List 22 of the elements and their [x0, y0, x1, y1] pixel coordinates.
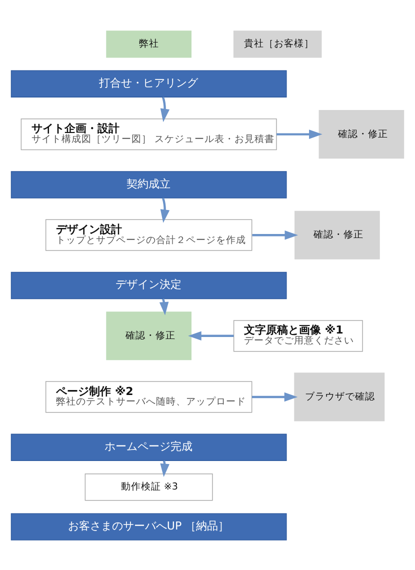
arrow	[276, 129, 322, 138]
node-box: 弊社	[106, 30, 192, 58]
arrow	[252, 230, 298, 240]
arrow	[188, 330, 234, 340]
node-box: サイト企画・設計 サイト構成図［ツリー図］ スケジュール表・お見積書	[20, 118, 277, 150]
node-box: ページ制作 ※2 弊社のテストサーバへ随時、アップロード	[45, 380, 252, 412]
node-box: 確認・修正	[294, 210, 380, 259]
node-box: 動作検証 ※3	[84, 472, 213, 500]
node-box: 確認・修正	[106, 311, 192, 360]
node-box: 契約成立	[10, 170, 287, 198]
node-box: ホームページ完成	[10, 433, 287, 460]
arrow	[160, 197, 170, 222]
arrow	[252, 392, 298, 402]
node-box: 確認・修正	[318, 110, 404, 158]
node-box: 打合せ・ヒアリング	[10, 70, 287, 98]
node-box: 文字原稿と画像 ※1 データでご用意ください	[233, 320, 363, 352]
node-box: ブラウザで確認	[294, 372, 385, 421]
arrow	[160, 96, 170, 122]
node-box: お客さまのサーバへUP ［納品］	[10, 512, 287, 540]
node-box: デザイン決定	[10, 271, 287, 299]
node-box: 貴社［お客様］	[233, 30, 322, 58]
node-box: デザイン設計 トップとサブページの合計２ページを作成	[45, 218, 252, 250]
